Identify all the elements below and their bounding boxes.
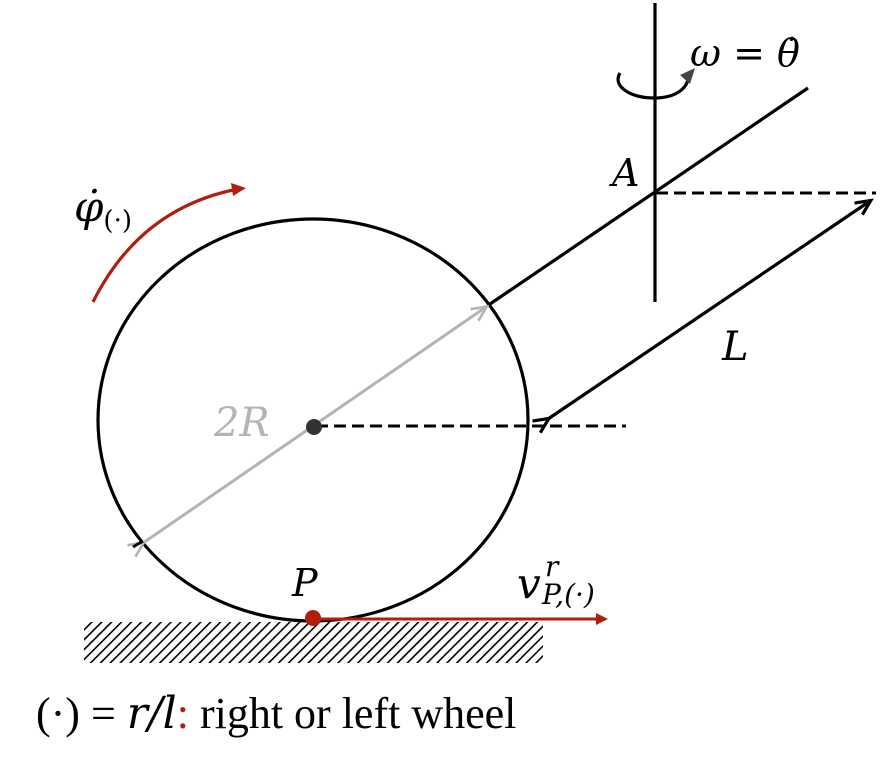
velocity-superscript: r — [545, 550, 560, 583]
theta-dot-symbol: θ̇ — [777, 31, 800, 75]
phi-dot-symbol: φ̇ — [74, 182, 104, 231]
caption: (·) = r/l: right or left wheel — [36, 688, 516, 739]
point-P-label: P — [291, 561, 319, 605]
axle-line — [489, 86, 809, 306]
phi-rotation-arrow — [91, 187, 239, 303]
velocity-label: v — [517, 559, 541, 608]
diameter-label: 2R — [213, 400, 270, 446]
phi-subscript: (·) — [103, 206, 132, 236]
omega-symbol: ω — [690, 31, 721, 75]
diameter-tick — [132, 539, 144, 549]
caption-lhs: (·) = — [36, 689, 127, 738]
caption-colon: : — [177, 689, 189, 738]
omega-equals: = — [721, 31, 777, 75]
contact-point-P — [305, 610, 321, 626]
velocity-arrowhead — [596, 613, 608, 625]
length-L-label: L — [721, 324, 749, 370]
phi-dot-label: φ̇(·) — [74, 182, 132, 236]
caption-rl: r/l — [127, 688, 177, 739]
velocity-subscript: P,(·) — [541, 578, 595, 611]
diameter-text: 2R — [213, 400, 270, 446]
phi-arrowhead — [231, 183, 246, 196]
ground-hatch — [84, 622, 543, 663]
point-A-label: A — [609, 151, 639, 195]
omega-rotation-arrow — [616, 72, 690, 100]
caption-text: right or left wheel — [189, 689, 516, 738]
length-L-arrow — [548, 201, 870, 419]
wheel-center-dot — [306, 419, 322, 435]
omega-label: ω = θ̇ — [690, 31, 800, 75]
velocity-v: v — [517, 559, 541, 608]
omega-arrowhead — [680, 68, 695, 84]
